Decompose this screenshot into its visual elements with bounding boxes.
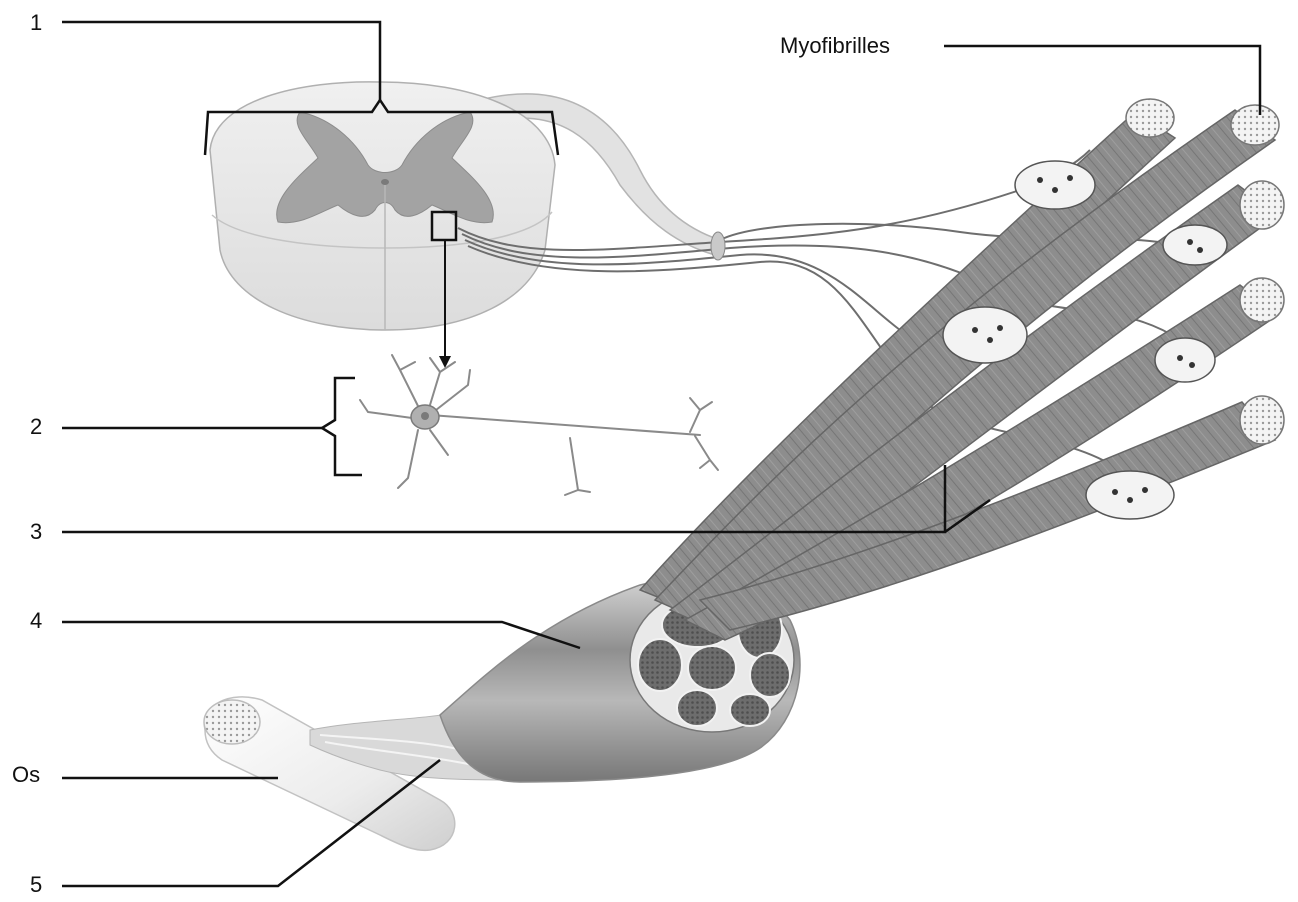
label-3: 3 xyxy=(30,521,42,543)
spinal-cord-section xyxy=(210,82,720,368)
label-1: 1 xyxy=(30,12,42,34)
bracket-2 xyxy=(322,378,362,475)
label-myofibrilles: Myofibrilles xyxy=(780,35,890,57)
label-os: Os xyxy=(12,764,40,786)
label-5: 5 xyxy=(30,874,42,896)
label-2: 2 xyxy=(30,416,42,438)
nerve-sheath xyxy=(711,232,725,260)
leader-line-myofibrilles xyxy=(944,46,1260,115)
neuron-nucleus xyxy=(421,412,429,420)
label-4: 4 xyxy=(30,610,42,632)
leader-line-4 xyxy=(62,622,580,648)
